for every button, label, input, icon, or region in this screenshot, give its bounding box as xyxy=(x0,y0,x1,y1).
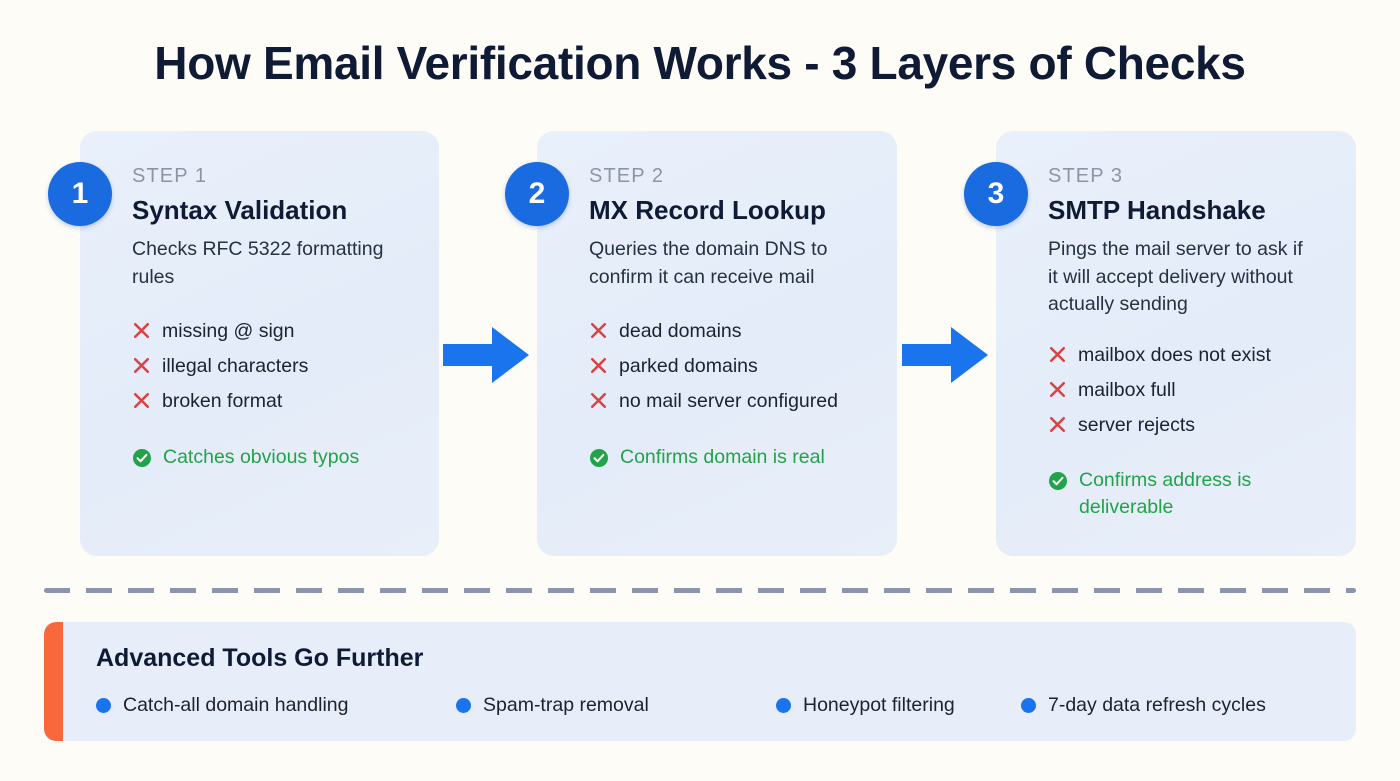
step-number-badge-3: 3 xyxy=(964,162,1028,226)
step-title-3: SMTP Handshake xyxy=(1048,195,1266,225)
banner-feature-label: Catch-all domain handling xyxy=(123,694,349,716)
step-card-1-body: STEP 1 Syntax Validation Checks RFC 5322… xyxy=(132,165,425,471)
x-mark-icon xyxy=(1049,381,1066,398)
failure-label: parked domains xyxy=(619,355,758,378)
failure-item: parked domains xyxy=(589,352,883,380)
bullet-dot-icon xyxy=(1021,698,1036,713)
step-card-2-body: STEP 2 MX Record Lookup Queries the doma… xyxy=(589,165,883,471)
success-row-1: Catches obvious typos xyxy=(132,444,394,471)
failure-label: no mail server configured xyxy=(619,390,838,413)
x-mark-icon xyxy=(590,358,607,374)
step-description-2: Queries the domain DNS to confirm it can… xyxy=(589,237,828,288)
bullet-dot-icon xyxy=(776,698,791,713)
step-card-2: 2 STEP 2 MX Record Lookup Queries the do… xyxy=(505,131,897,556)
failure-label: broken format xyxy=(162,390,283,413)
failure-label: dead domains xyxy=(619,320,742,343)
failure-item: broken format xyxy=(132,387,425,415)
step-card-3: 3 STEP 3 SMTP Handshake Pings the mail s… xyxy=(964,131,1356,556)
step-label-2: STEP 2 xyxy=(589,165,665,187)
banner-feature-item: Honeypot filtering xyxy=(776,694,1021,717)
step-label-1: STEP 1 xyxy=(132,165,208,187)
step-description-1: Checks RFC 5322 formatting rules xyxy=(132,237,384,288)
dashed-divider xyxy=(44,588,1356,593)
arrow-step2-to-step3 xyxy=(902,327,988,383)
x-mark-icon xyxy=(133,393,150,409)
x-mark-icon xyxy=(1049,417,1066,433)
bullet-dot-icon xyxy=(96,698,111,713)
x-mark-icon xyxy=(133,323,150,339)
x-mark-icon xyxy=(1049,346,1066,363)
failure-item: dead domains xyxy=(589,317,883,345)
page-title: How Email Verification Works - 3 Layers … xyxy=(154,37,1246,89)
banner-feature-item: 7-day data refresh cycles xyxy=(1021,694,1266,717)
x-mark-icon xyxy=(590,323,607,339)
step-card-1: 1 STEP 1 Syntax Validation Checks RFC 53… xyxy=(48,131,439,556)
failure-item: server rejects xyxy=(1048,411,1342,439)
failure-item: mailbox full xyxy=(1048,376,1342,404)
banner-feature-item: Catch-all domain handling xyxy=(96,694,456,717)
failure-list-1: missing @ sign illegal characters broken… xyxy=(132,317,425,415)
failure-label: mailbox full xyxy=(1078,379,1176,402)
arrow-step1-to-step2 xyxy=(443,327,529,383)
step-description-3: Pings the mail server to ask if it will … xyxy=(1048,237,1303,316)
x-mark-icon xyxy=(133,358,150,374)
failure-list-3: mailbox does not exist mailbox full serv… xyxy=(1048,341,1342,439)
step-title-1: Syntax Validation xyxy=(132,195,348,225)
step-number-badge-2: 2 xyxy=(505,162,569,226)
banner-title: Advanced Tools Go Further xyxy=(96,644,424,672)
banner-feature-label: Spam-trap removal xyxy=(483,694,649,716)
failure-item: no mail server configured xyxy=(589,387,883,415)
failure-label: illegal characters xyxy=(162,355,309,378)
banner-feature-label: Honeypot filtering xyxy=(803,694,955,716)
x-mark-icon xyxy=(590,393,607,409)
success-label: Confirms address is deliverable xyxy=(1079,469,1252,519)
banner-accent-bar xyxy=(44,622,63,741)
failure-label: mailbox does not exist xyxy=(1078,343,1271,366)
success-row-2: Confirms domain is real xyxy=(589,444,851,471)
banner-feature-label: 7-day data refresh cycles xyxy=(1048,694,1266,716)
advanced-tools-banner: Advanced Tools Go Further Catch-all doma… xyxy=(44,622,1356,741)
failure-item: illegal characters xyxy=(132,352,425,380)
step-label-3: STEP 3 xyxy=(1048,165,1124,187)
success-label: Confirms domain is real xyxy=(620,445,825,468)
failure-label: server rejects xyxy=(1078,414,1196,437)
step-title-2: MX Record Lookup xyxy=(589,195,826,225)
failure-label: missing @ sign xyxy=(162,320,295,343)
success-row-3: Confirms address is deliverable xyxy=(1048,467,1310,522)
step-number-badge-1: 1 xyxy=(48,162,112,226)
failure-list-2: dead domains parked domains no mail serv… xyxy=(589,317,883,415)
check-circle-icon xyxy=(590,448,608,467)
failure-item: mailbox does not exist xyxy=(1048,341,1342,369)
failure-item: missing @ sign xyxy=(132,317,425,345)
step-card-3-body: STEP 3 SMTP Handshake Pings the mail ser… xyxy=(1048,165,1342,522)
bullet-dot-icon xyxy=(456,698,471,713)
check-circle-icon xyxy=(1049,472,1067,491)
banner-feature-item: Spam-trap removal xyxy=(456,694,776,717)
banner-feature-list: Catch-all domain handling Spam-trap remo… xyxy=(96,694,1346,717)
check-circle-icon xyxy=(133,448,151,467)
success-label: Catches obvious typos xyxy=(163,445,360,468)
